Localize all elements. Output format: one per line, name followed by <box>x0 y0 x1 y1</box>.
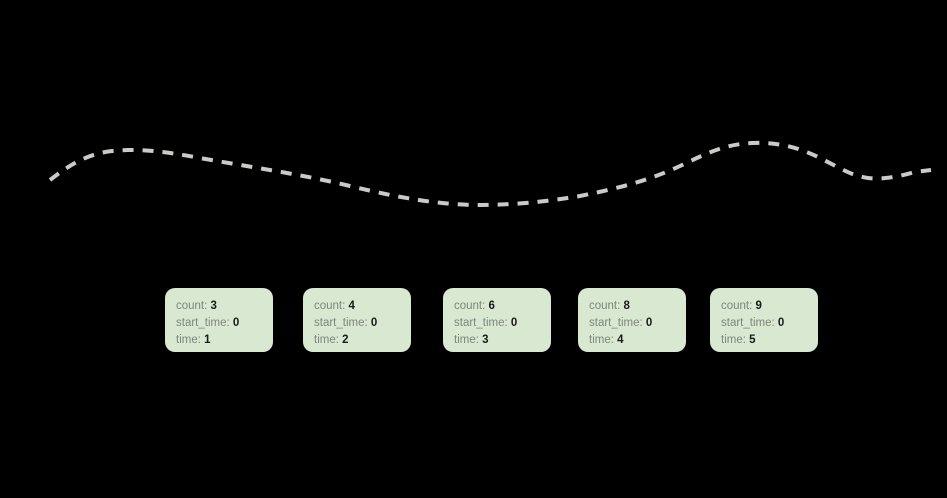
node-field: count: 4 <box>314 298 399 315</box>
node-field-value: 8 <box>623 300 630 312</box>
node-field: time: 4 <box>589 332 674 349</box>
node-field-key: start_time: <box>314 317 368 329</box>
dashed-curve-path <box>48 140 932 208</box>
node-field-value: 3 <box>482 334 489 346</box>
node-field: time: 3 <box>454 332 539 349</box>
node-field-key: time: <box>589 334 614 346</box>
node-field-key: count: <box>589 300 621 312</box>
node-field-key: start_time: <box>176 317 230 329</box>
node-field: start_time: 0 <box>589 315 674 332</box>
node-field-value: 1 <box>204 334 211 346</box>
node-field: count: 8 <box>589 298 674 315</box>
node-field-key: count: <box>454 300 486 312</box>
node-field: count: 3 <box>176 298 261 315</box>
node-field-value: 0 <box>645 317 653 329</box>
node-field: start_time: 0 <box>314 315 399 332</box>
node-field: time: 2 <box>314 332 399 349</box>
node-box[interactable]: count: 4 start_time: 0 time: 2 <box>303 288 411 352</box>
node-field: start_time: 0 <box>721 315 806 332</box>
node-box[interactable]: count: 9 start_time: 0 time: 5 <box>710 288 818 352</box>
node-field-value: 0 <box>370 317 378 329</box>
node-field: time: 5 <box>721 332 806 349</box>
node-field-key: start_time: <box>454 317 508 329</box>
node-field-key: time: <box>721 334 746 346</box>
node-field-key: start_time: <box>721 317 775 329</box>
node-box[interactable]: count: 8 start_time: 0 time: 4 <box>578 288 686 352</box>
node-field-key: time: <box>454 334 479 346</box>
node-field-value: 3 <box>210 300 217 312</box>
node-field: count: 6 <box>454 298 539 315</box>
node-field: count: 9 <box>721 298 806 315</box>
node-field-key: start_time: <box>589 317 643 329</box>
node-field-value: 2 <box>342 334 349 346</box>
node-field-value: 5 <box>749 334 756 346</box>
node-field: time: 1 <box>176 332 261 349</box>
node-field-value: 9 <box>755 300 762 312</box>
node-box[interactable]: count: 3 start_time: 0 time: 1 <box>165 288 273 352</box>
node-field-value: 4 <box>617 334 624 346</box>
node-field-key: count: <box>176 300 208 312</box>
node-field-value: 0 <box>510 317 518 329</box>
node-field: start_time: 0 <box>176 315 261 332</box>
node-field: start_time: 0 <box>454 315 539 332</box>
node-field-key: count: <box>314 300 346 312</box>
node-box[interactable]: count: 6 start_time: 0 time: 3 <box>443 288 551 352</box>
node-field-value: 0 <box>777 317 785 329</box>
node-field-value: 0 <box>232 317 240 329</box>
node-field-key: time: <box>176 334 201 346</box>
node-field-value: 4 <box>348 300 355 312</box>
node-field-key: count: <box>721 300 753 312</box>
node-field-value: 6 <box>488 300 495 312</box>
node-field-key: time: <box>314 334 339 346</box>
